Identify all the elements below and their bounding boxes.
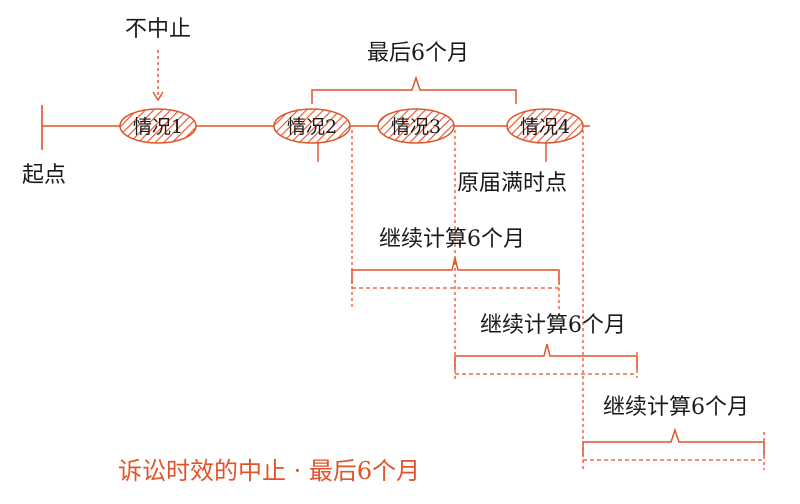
diagram-caption: 诉讼时效的中止 · 最后6个月 xyxy=(118,457,420,485)
last-six-months-label: 最后6个月 xyxy=(367,41,469,66)
case3-ellipse xyxy=(377,108,455,144)
continue2-label: 继续计算6个月 xyxy=(480,313,626,338)
case4-ellipse xyxy=(506,108,584,144)
continue3-brace xyxy=(582,427,765,456)
continue3-label: 继续计算6个月 xyxy=(603,395,749,420)
case3-label: 情况3 xyxy=(391,116,441,138)
original-expiry-label: 原届满时点 xyxy=(457,171,567,196)
start-point-label: 起点 xyxy=(22,163,66,188)
arrow-head xyxy=(152,91,164,102)
case1-label: 情况1 xyxy=(133,116,183,138)
no-suspension-label: 不中止 xyxy=(125,17,191,42)
case2-ellipse xyxy=(273,108,351,144)
continue1-label: 继续计算6个月 xyxy=(379,227,525,252)
case4-label: 情况4 xyxy=(520,116,570,138)
case2-label: 情况2 xyxy=(287,116,337,138)
continue1-brace xyxy=(351,257,560,284)
last-six-months-brace xyxy=(311,75,517,104)
continue2-brace xyxy=(454,343,638,370)
case1-ellipse xyxy=(119,108,197,144)
